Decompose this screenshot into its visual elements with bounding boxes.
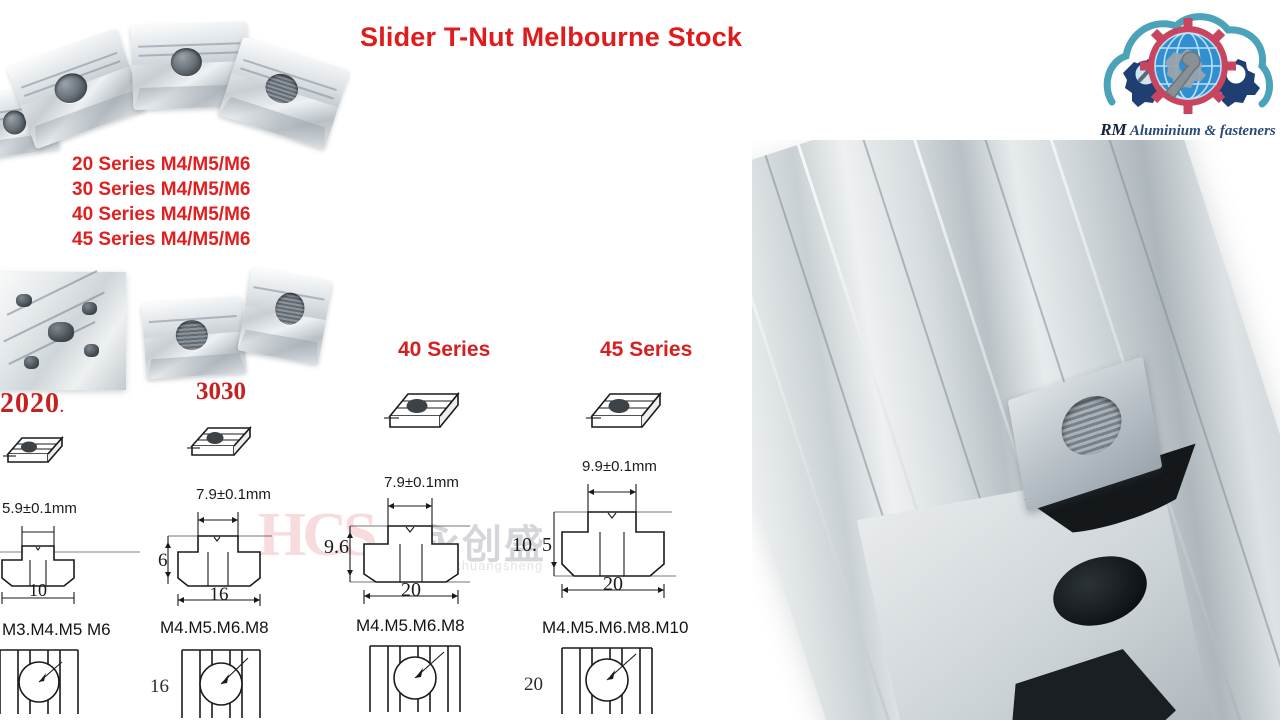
tnut-thread-hole (1057, 388, 1126, 463)
dim-top-width-45: 9.9±0.1mm (582, 458, 657, 475)
svg-text:6: 6 (158, 550, 168, 571)
label-2020-text: 2020 (0, 388, 60, 419)
series-list: 20 Series M4/M5/M6 30 Series M4/M5/M6 40… (72, 152, 250, 252)
svg-text:10: 10 (29, 580, 47, 600)
tnut-photo-item (218, 36, 350, 150)
threads-40: M4.M5.M6.M8 (356, 616, 465, 635)
series-list-item: 45 Series M4/M5/M6 (72, 229, 251, 250)
svg-text:16: 16 (150, 676, 169, 697)
logo-text: RM Aluminium & fasteners (1096, 120, 1280, 140)
photo-tnut-cluster (0, 8, 350, 173)
photo-extrusion-with-tnut (752, 140, 1280, 720)
svg-text:20: 20 (401, 579, 421, 601)
iso-nut-sketch-40 (382, 382, 466, 438)
threads-2020: M3.M4.M5 M6 (2, 620, 111, 639)
photo-extrusion-2020 (0, 270, 126, 390)
photo-tnut-3030-pair (140, 267, 333, 382)
company-logo: RM Aluminium & fasteners (1096, 6, 1280, 146)
label-45-series: 45 Series (600, 338, 693, 361)
label-40-series: 40 Series (398, 338, 491, 361)
series-list-item: 20 Series M4/M5/M6 (72, 154, 251, 175)
iso-nut-sketch-2020 (2, 428, 68, 472)
page-title: Slider T-Nut Melbourne Stock (360, 22, 743, 52)
threads-3030: M4.M5.M6.M8 (160, 618, 269, 637)
label-2020-suffix: . (60, 400, 65, 416)
dim-top-width-2020: 5.9±0.1mm (2, 500, 77, 517)
svg-text:20: 20 (524, 674, 543, 695)
label-2020: 2020. (0, 388, 65, 420)
series-list-item: 30 Series M4/M5/M6 (72, 179, 251, 200)
threads-45: M4.M5.M6.M8.M10 (542, 618, 689, 637)
svg-text:16: 16 (210, 584, 229, 605)
tnut-photo-item (237, 267, 333, 365)
dim-height-45: 10. 5 (512, 534, 552, 556)
svg-text:20: 20 (603, 573, 623, 595)
iso-nut-sketch-3030 (186, 418, 256, 464)
gear-center-icon (1140, 18, 1236, 114)
series-list-item: 40 Series M4/M5/M6 (72, 204, 251, 225)
logo-tagline: Aluminium & fasteners (1129, 123, 1276, 139)
label-3030: 3030 (196, 378, 246, 405)
logo-brand: RM (1100, 120, 1127, 139)
tnut-photo-item (141, 296, 247, 380)
dim-top-width-40: 7.9±0.1mm (384, 474, 459, 491)
dim-height-40: 9.6 (324, 536, 349, 558)
logo-graphic (1103, 13, 1273, 114)
iso-nut-sketch-45 (584, 382, 668, 438)
dim-top-width-3030: 7.9±0.1mm (196, 486, 271, 503)
